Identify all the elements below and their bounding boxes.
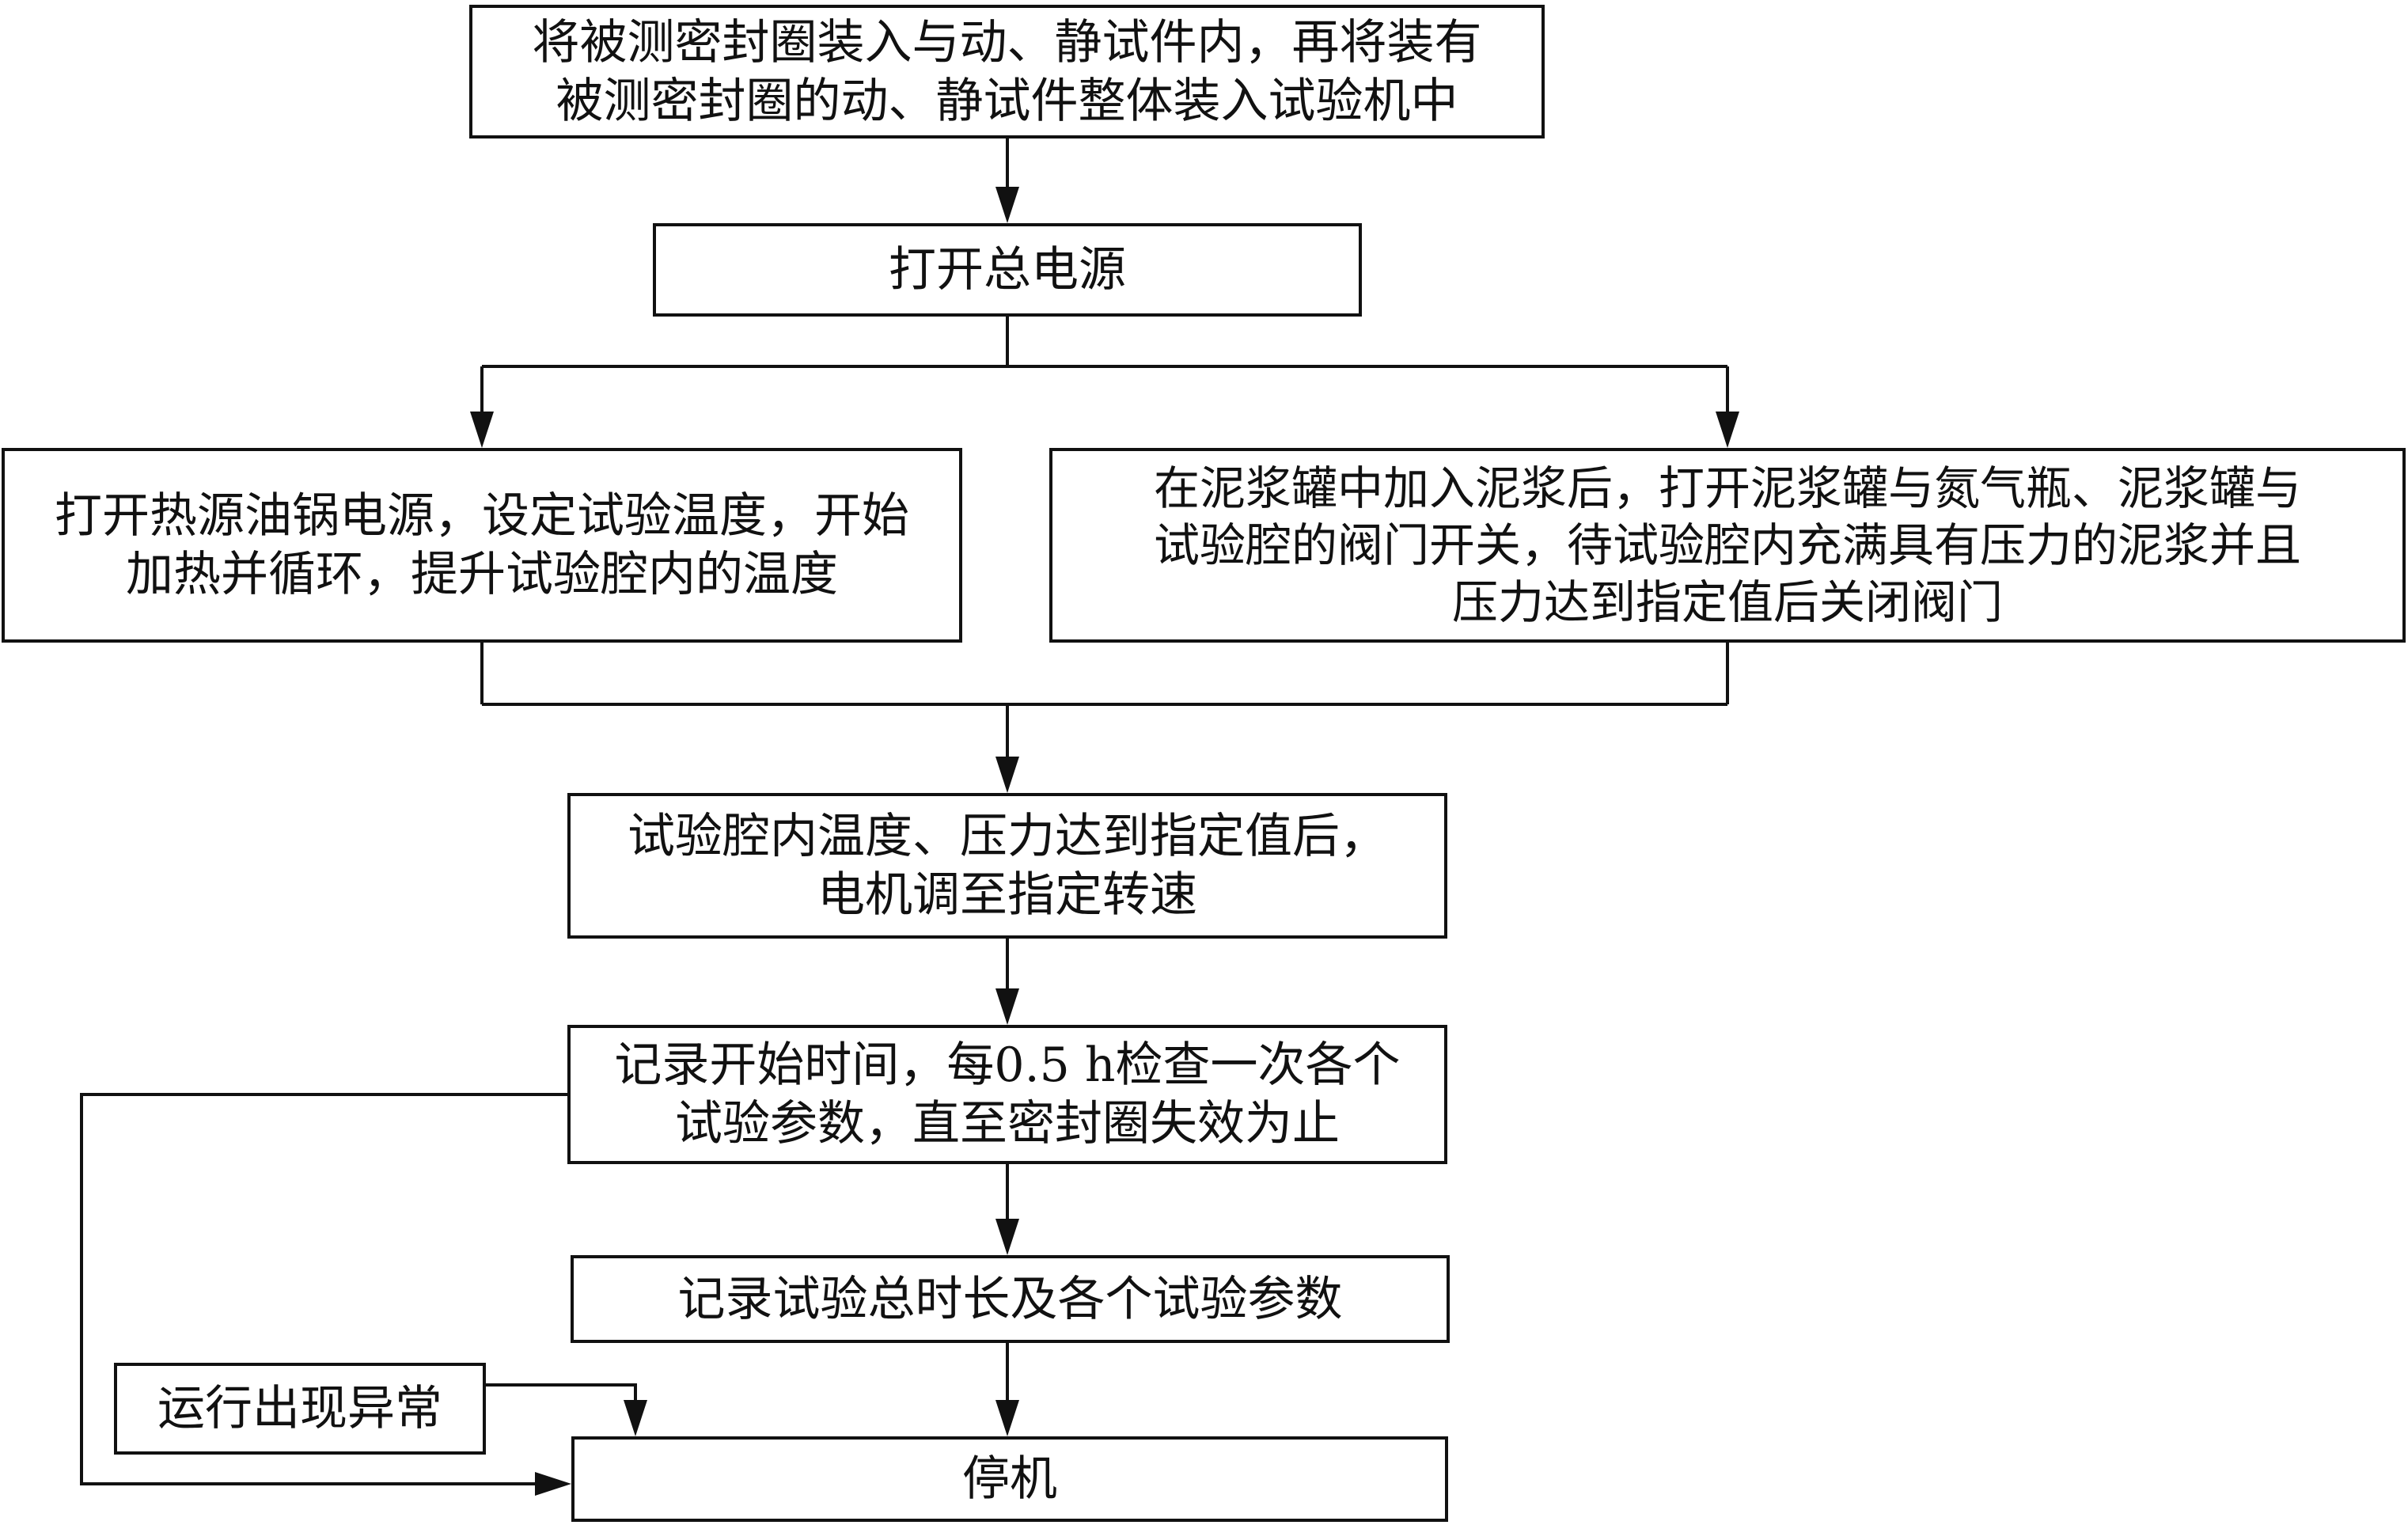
step-set-motor-speed-text: 试验腔内温度、压力达到指定值后， 电机调至指定转速 xyxy=(628,809,1387,923)
step-fill-slurry: 在泥浆罐中加入泥浆后，打开泥浆罐与氮气瓶、泥浆罐与 试验腔的阀门开关，待试验腔内… xyxy=(1049,448,2406,643)
arrowhead-record-total xyxy=(995,1219,1019,1255)
step-heat-oil-bath: 打开热源油锅电源，设定试验温度，开始 加热并循环，提升试验腔内的温度 xyxy=(2,448,962,643)
arrowhead-stop-center xyxy=(995,1400,1019,1436)
arrowhead-heat xyxy=(470,412,494,448)
step-abnormal-operation-text: 运行出现异常 xyxy=(157,1381,442,1436)
step-record-total-text: 记录试验总时长及各个试验参数 xyxy=(677,1271,1343,1327)
step-power-on: 打开总电源 xyxy=(653,223,1362,317)
step-heat-oil-bath-text: 打开热源油锅电源，设定试验温度，开始 加热并循环，提升试验腔内的温度 xyxy=(55,488,909,602)
arrowhead-record-check xyxy=(995,988,1019,1025)
step-record-total: 记录试验总时长及各个试验参数 xyxy=(571,1255,1450,1343)
step-power-on-text: 打开总电源 xyxy=(889,242,1126,298)
arrowhead-stop-abnormal xyxy=(624,1400,647,1436)
arrowhead-slurry xyxy=(1716,412,1739,448)
arrow-abnormal-to-stop xyxy=(486,1383,637,1400)
step-stop-text: 停机 xyxy=(962,1451,1057,1507)
step-abnormal-operation: 运行出现异常 xyxy=(114,1363,486,1455)
arrowhead-motor xyxy=(995,757,1019,793)
step-install-seal-text: 将被测密封圈装入与动、静试件内，再将装有 被测密封圈的动、静试件整体装入试验机中 xyxy=(532,14,1482,129)
step-fill-slurry-text: 在泥浆罐中加入泥浆后，打开泥浆罐与氮气瓶、泥浆罐与 试验腔的阀门开关，待试验腔内… xyxy=(1153,461,2301,629)
step-install-seal: 将被测密封圈装入与动、静试件内，再将装有 被测密封圈的动、静试件整体装入试验机中 xyxy=(469,5,1545,138)
step-set-motor-speed: 试验腔内温度、压力达到指定值后， 电机调至指定转速 xyxy=(567,793,1447,939)
step-record-and-check-text: 记录开始时间，每0.5 h检查一次各个 试验参数，直至密封圈失效为止 xyxy=(614,1038,1401,1151)
step-stop: 停机 xyxy=(571,1436,1448,1522)
arrowhead-power xyxy=(995,187,1019,223)
arrow-failure-loop-to-stop xyxy=(80,1093,567,1485)
step-record-and-check: 记录开始时间，每0.5 h检查一次各个 试验参数，直至密封圈失效为止 xyxy=(567,1025,1447,1164)
arrowhead-stop-left xyxy=(535,1472,571,1496)
